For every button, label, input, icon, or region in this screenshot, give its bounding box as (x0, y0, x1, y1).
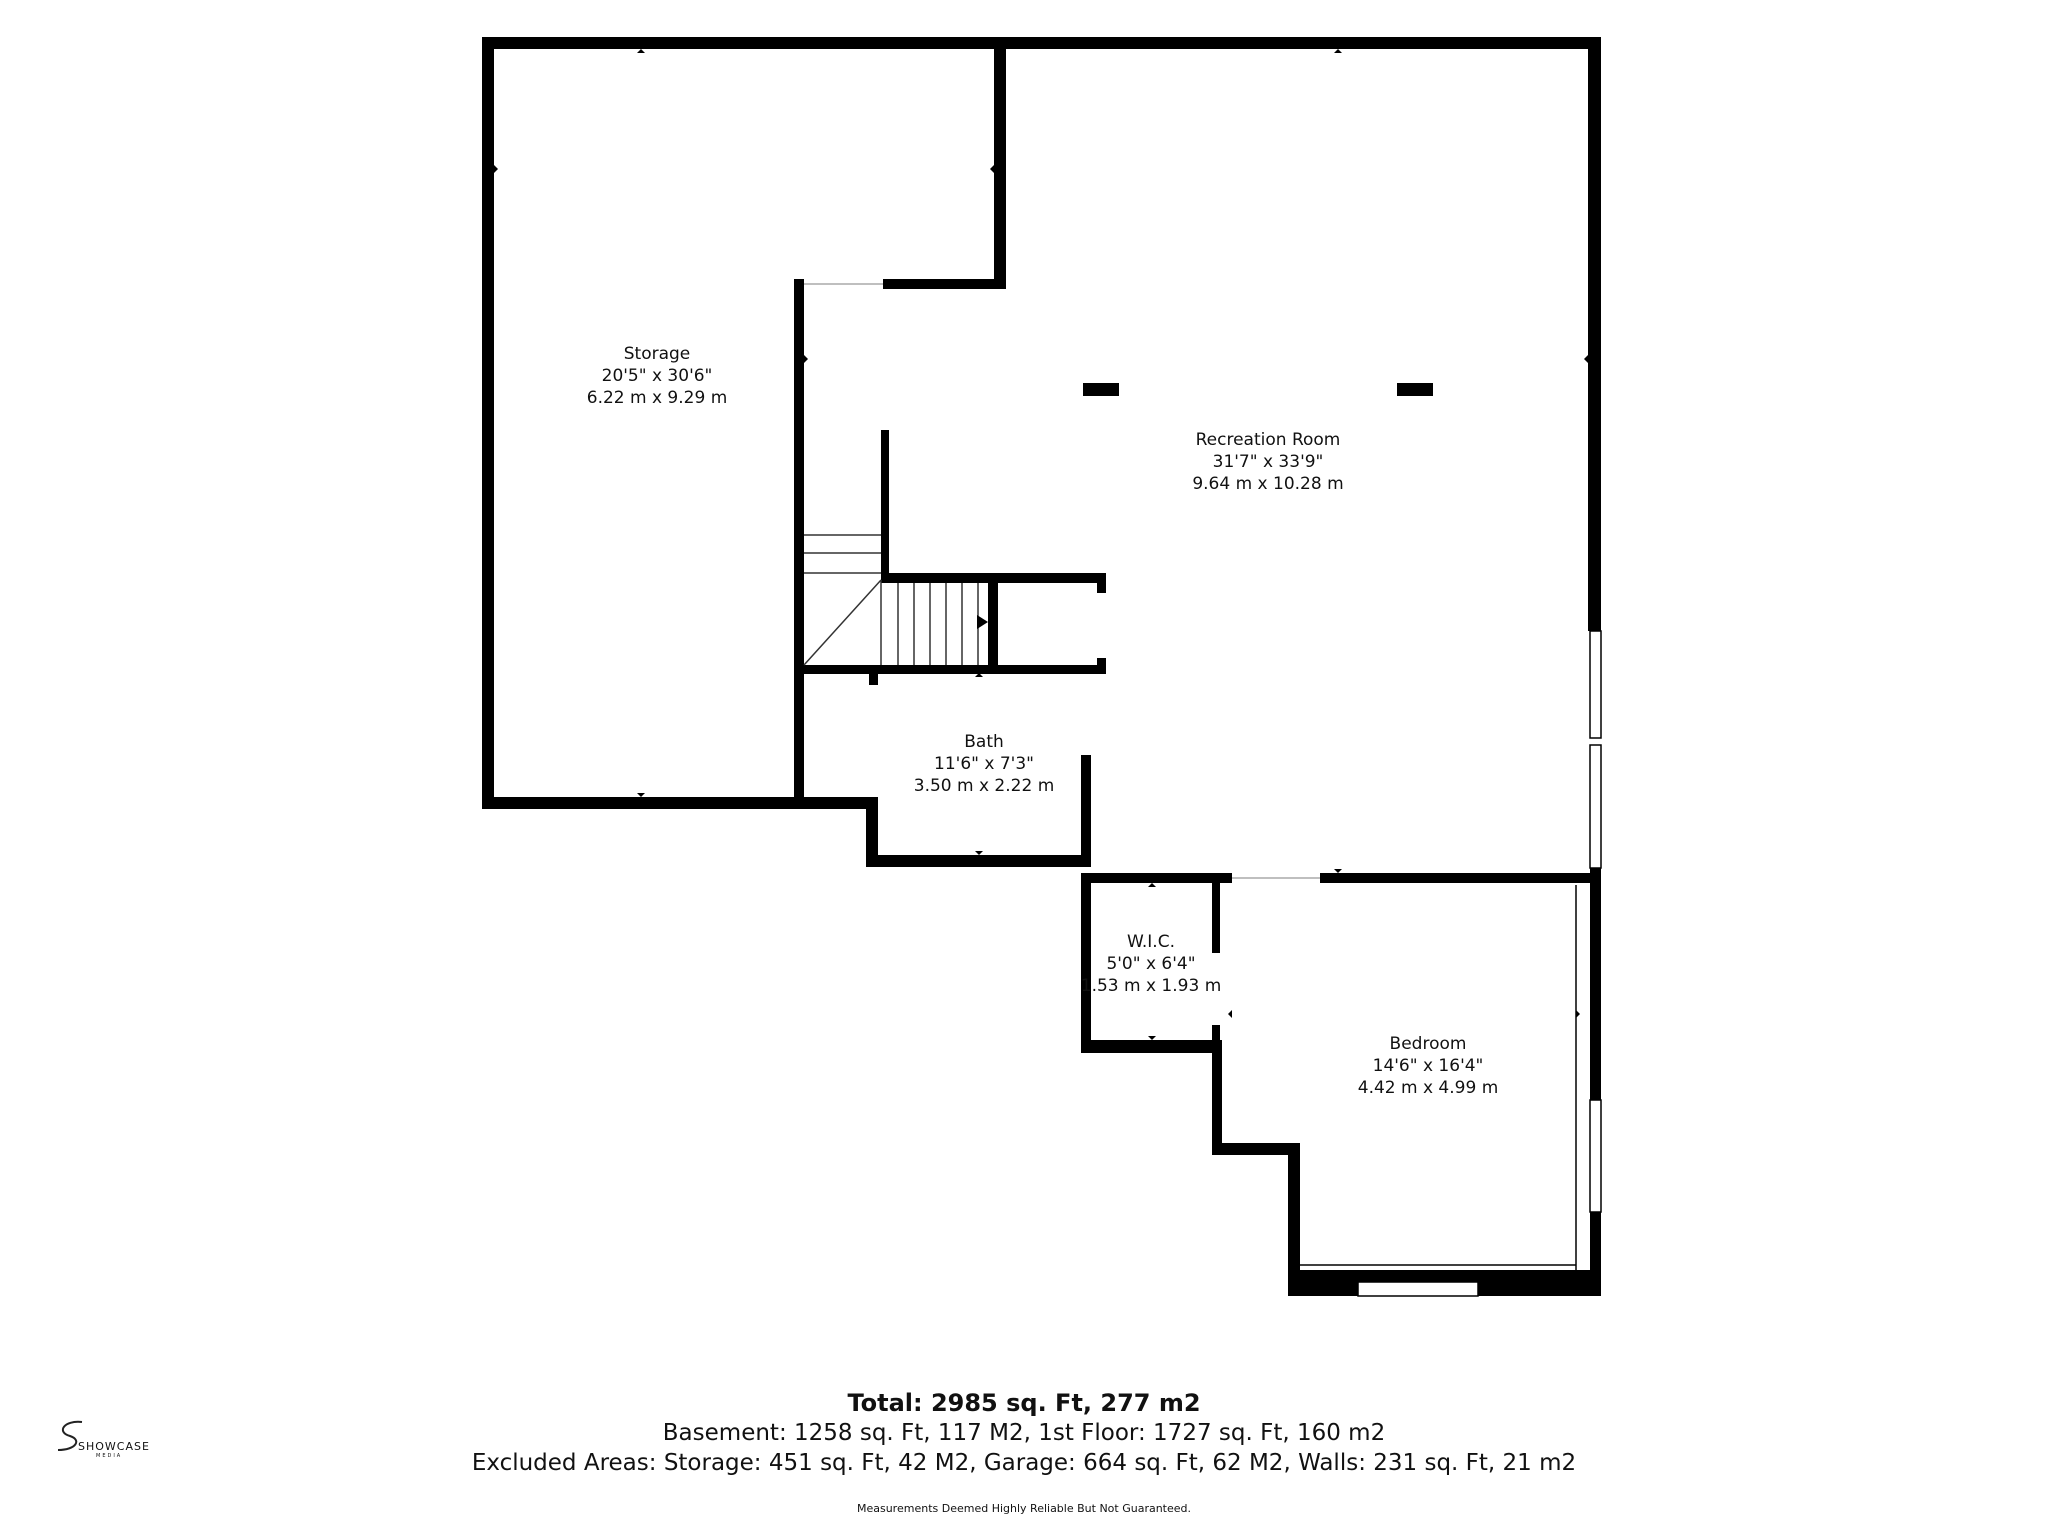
walls (482, 37, 1601, 1296)
svg-text:1.53 m x 1.93 m: 1.53 m x 1.93 m (1081, 976, 1222, 996)
svg-text:14'6" x 16'4": 14'6" x 16'4" (1373, 1056, 1484, 1076)
logo-brand: SHOWCASE (78, 1440, 150, 1453)
room-label-storage: Storage 20'5" x 30'6" 6.22 m x 9.29 m (587, 344, 728, 408)
svg-text:6.22 m x 9.29 m: 6.22 m x 9.29 m (587, 388, 728, 408)
svg-text:Bath: Bath (964, 732, 1004, 752)
logo-swoosh-icon (57, 1420, 83, 1451)
staircase (803, 534, 988, 666)
svg-text:31'7" x 33'9": 31'7" x 33'9" (1213, 452, 1324, 472)
svg-text:W.I.C.: W.I.C. (1127, 932, 1175, 952)
room-label-recreation-room: Recreation Room 31'7" x 33'9" 9.64 m x 1… (1192, 430, 1343, 494)
stair-arrow-icon (977, 615, 988, 629)
room-label-bath: Bath 11'6" x 7'3" 3.50 m x 2.22 m (914, 732, 1055, 796)
svg-text:9.64 m x 10.28 m: 9.64 m x 10.28 m (1192, 474, 1343, 494)
area-summary: Total: 2985 sq. Ft, 277 m2 Basement: 125… (0, 1388, 2048, 1478)
svg-text:Storage: Storage (624, 344, 691, 364)
svg-text:Recreation Room: Recreation Room (1196, 430, 1341, 450)
svg-text:Bedroom: Bedroom (1390, 1034, 1467, 1054)
showcase-logo: SHOWCASE MEDIA (52, 1414, 162, 1464)
disclaimer: Measurements Deemed Highly Reliable But … (856, 1502, 1192, 1515)
floor-areas: Basement: 1258 sq. Ft, 117 M2, 1st Floor… (662, 1420, 1386, 1446)
windows (804, 283, 1602, 1297)
svg-text:3.50 m x 2.22 m: 3.50 m x 2.22 m (914, 776, 1055, 796)
room-label-bedroom: Bedroom 14'6" x 16'4" 4.42 m x 4.99 m (1358, 1034, 1499, 1098)
svg-text:5'0" x 6'4": 5'0" x 6'4" (1106, 954, 1195, 974)
logo-sub: MEDIA (96, 1453, 123, 1459)
room-label-wic: W.I.C. 5'0" x 6'4" 1.53 m x 1.93 m (1081, 932, 1222, 996)
excluded-areas: Excluded Areas: Storage: 451 sq. Ft, 42 … (471, 1450, 1577, 1476)
svg-text:4.42 m x 4.99 m: 4.42 m x 4.99 m (1358, 1078, 1499, 1098)
svg-text:11'6" x 7'3": 11'6" x 7'3" (934, 754, 1034, 774)
svg-text:20'5" x 30'6": 20'5" x 30'6" (602, 366, 713, 386)
dimension-ticks (494, 49, 1588, 1040)
total-area: Total: 2985 sq. Ft, 277 m2 (847, 1389, 1201, 1417)
